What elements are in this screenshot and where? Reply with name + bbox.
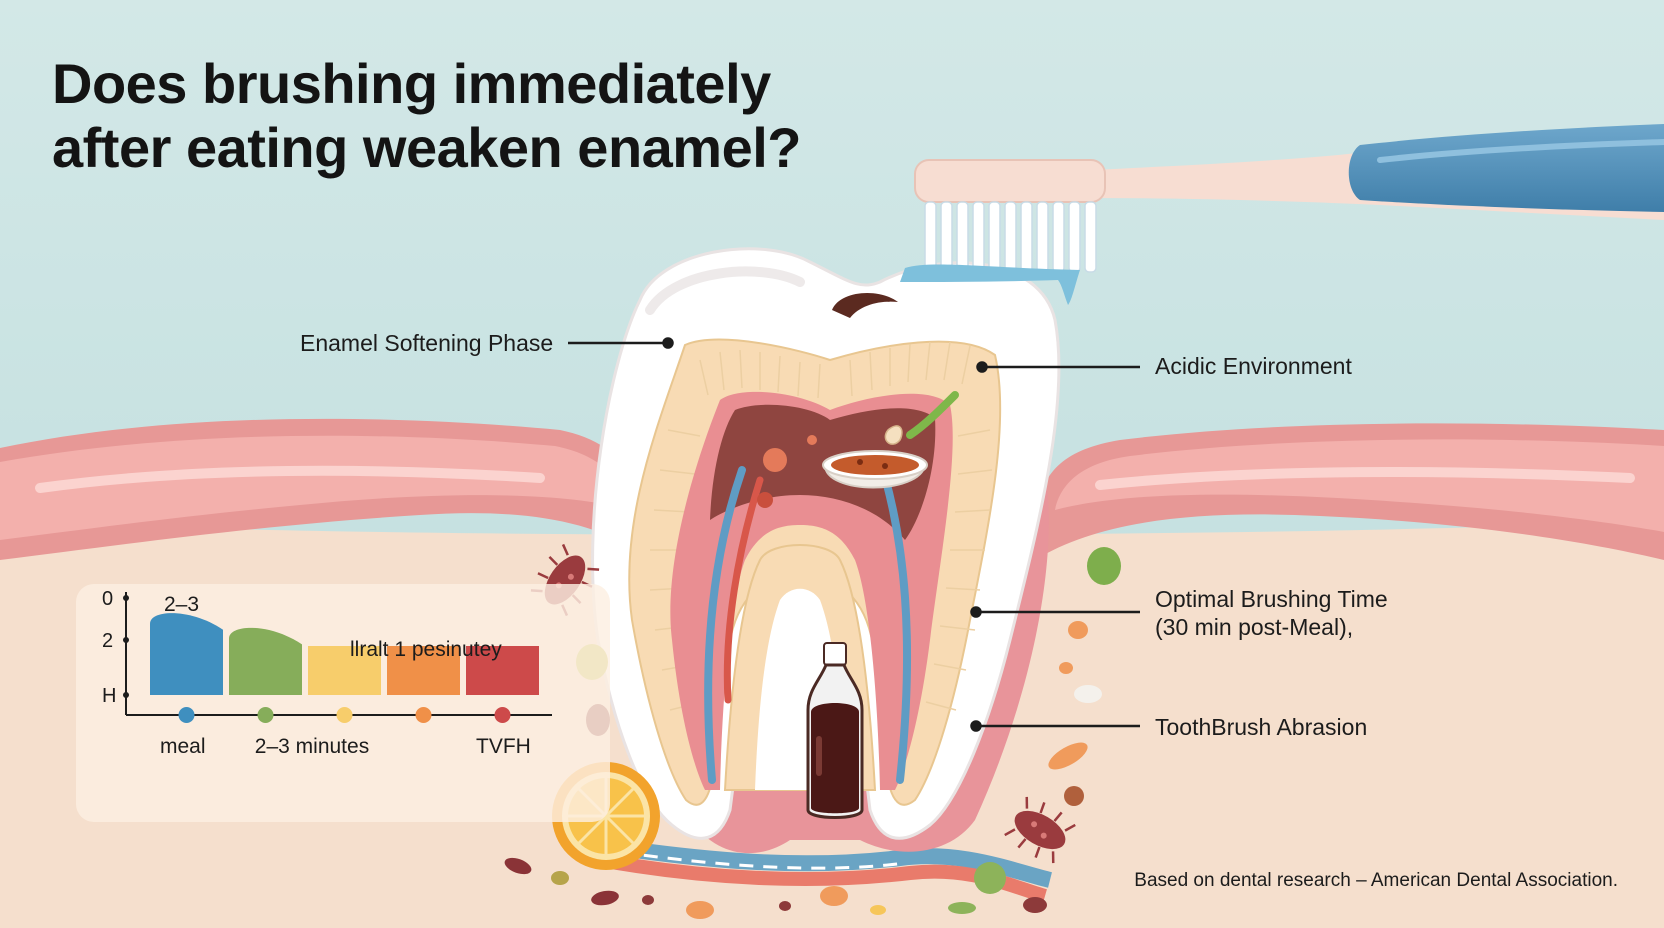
- soda-bottle-icon: [806, 642, 864, 819]
- bacteria-icon: [504, 543, 1076, 906]
- chart-bar: [229, 627, 302, 695]
- chart-bar: [387, 646, 460, 695]
- chart-y-tick-label: 0: [102, 588, 113, 610]
- orange-slice-icon: [552, 762, 660, 870]
- chart-x-markers: [178, 707, 511, 723]
- toothbrush-icon: [900, 124, 1664, 305]
- chart-x-label: TVFH: [476, 735, 531, 758]
- chart-y-tick-label: 2: [102, 630, 113, 652]
- chart-annotation: llralt 1 pesinutey: [350, 638, 502, 661]
- callout-enamel-softening: Enamel Softening Phase: [300, 330, 554, 356]
- food-bowl-icon: [822, 391, 959, 489]
- callout-acidic-environment: Acidic Environment: [1155, 353, 1352, 379]
- title-line-2: after eating weaken enamel?: [52, 116, 802, 179]
- cavity: [832, 292, 898, 318]
- chart-bar: [308, 646, 381, 695]
- gum-tissue: [0, 418, 1664, 560]
- callout-optimal-line-1: Optimal Brushing Time: [1155, 586, 1388, 612]
- chart-x-marker: [178, 707, 195, 723]
- callout-toothbrush-abrasion: ToothBrush Abrasion: [1155, 714, 1368, 740]
- chart-y-tick-label: H: [102, 685, 116, 707]
- title-line-1: Does brushing immediately: [52, 52, 771, 115]
- page-title: Does brushing immediately after eating w…: [52, 52, 802, 180]
- callout-optimal-brushing-time: Optimal Brushing Time (30 min post-Meal)…: [1155, 585, 1388, 641]
- chart-y-tick: [123, 692, 129, 698]
- chart-x-label: meal: [160, 735, 206, 758]
- chart-top-label: 2–3: [164, 593, 199, 616]
- chart-x-marker: [494, 707, 511, 723]
- callout-lines: [568, 337, 1140, 732]
- chart-x-marker: [257, 707, 274, 723]
- chart-x-marker: [336, 707, 353, 723]
- chart-bar: [150, 613, 223, 695]
- chart-bars: [150, 613, 539, 695]
- callout-optimal-line-2: (30 min post-Meal),: [1155, 614, 1354, 640]
- chart-bar: [466, 646, 539, 695]
- source-note: Based on dental research – American Dent…: [1134, 870, 1618, 891]
- chart-y-tick: [123, 637, 129, 643]
- chart-x-marker: [415, 707, 432, 723]
- chart-y-tick: [123, 595, 129, 601]
- chart-x-label: 2–3 minutes: [255, 735, 369, 758]
